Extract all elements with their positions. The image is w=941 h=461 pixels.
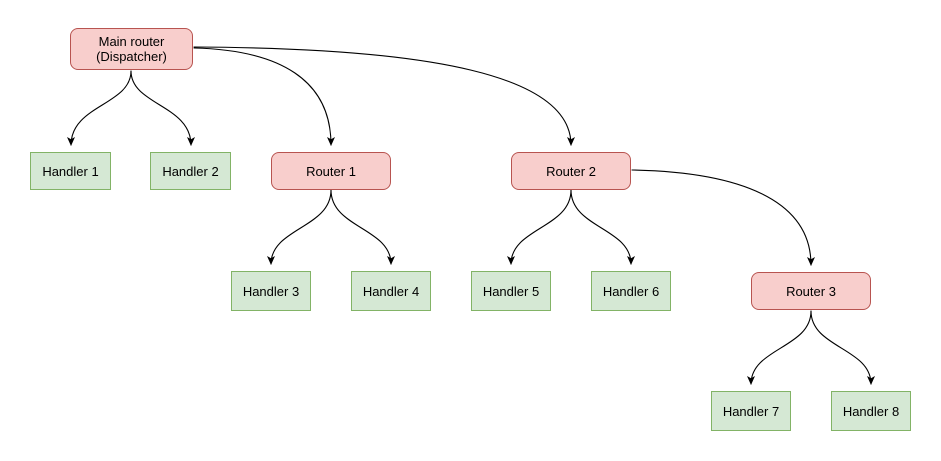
node-label-handler-6: Handler 6	[602, 283, 660, 299]
node-label-handler-3: Handler 3	[242, 283, 300, 299]
node-label-router-2: Router 2	[546, 163, 596, 179]
edge-main-router-to-router-1	[193, 47, 335, 146]
node-handler-3[interactable]: Handler 3	[231, 271, 311, 311]
node-router-1[interactable]: Router 1	[271, 152, 391, 190]
node-label-router-3: Router 3	[786, 283, 836, 299]
node-label-handler-1: Handler 1	[42, 163, 99, 179]
node-label-handler-7: Handler 7	[722, 403, 780, 419]
edge-main-router-to-handler-2	[130, 70, 195, 146]
edge-router-3-to-handler-8	[810, 310, 875, 385]
edge-router-3-to-handler-7	[747, 310, 812, 385]
edge-router-2-to-handler-5	[507, 189, 572, 265]
node-label-main-router: Main router (Dispatcher)	[96, 34, 167, 64]
node-label-handler-2: Handler 2	[162, 163, 219, 179]
node-handler-8[interactable]: Handler 8	[831, 391, 911, 431]
node-handler-1[interactable]: Handler 1	[30, 152, 111, 190]
edge-router-1-to-handler-3	[267, 189, 332, 265]
node-router-2[interactable]: Router 2	[511, 152, 631, 190]
node-handler-4[interactable]: Handler 4	[351, 271, 431, 311]
node-handler-7[interactable]: Handler 7	[711, 391, 791, 431]
node-label-handler-5: Handler 5	[482, 283, 540, 299]
edge-router-2-to-handler-6	[570, 189, 635, 265]
node-handler-6[interactable]: Handler 6	[591, 271, 671, 311]
edge-router-1-to-handler-4	[330, 189, 395, 265]
node-handler-5[interactable]: Handler 5	[471, 271, 551, 311]
node-main-router[interactable]: Main router (Dispatcher)	[70, 28, 193, 70]
edge-router-2-to-router-3	[631, 169, 815, 266]
node-router-3[interactable]: Router 3	[751, 272, 871, 310]
edge-main-router-to-router-2	[193, 46, 575, 146]
edge-main-router-to-handler-1	[67, 70, 132, 146]
node-handler-2[interactable]: Handler 2	[150, 152, 231, 190]
node-label-handler-8: Handler 8	[842, 403, 900, 419]
node-label-handler-4: Handler 4	[362, 283, 420, 299]
edges-group	[67, 46, 875, 385]
node-label-router-1: Router 1	[306, 163, 356, 179]
